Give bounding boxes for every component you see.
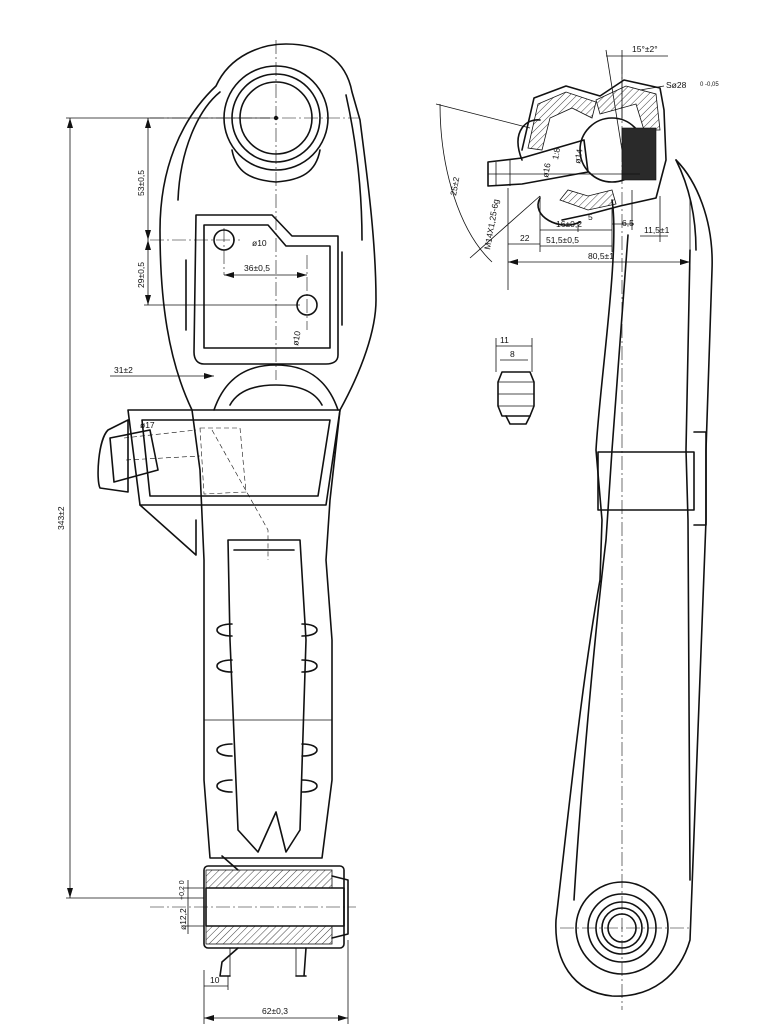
dim-22: 22 — [520, 233, 530, 243]
dim-62: 62±0,3 — [262, 1006, 288, 1016]
dim-15deg: 15°±2° — [632, 44, 658, 54]
nut-detail: 11 8 — [495, 335, 535, 425]
nut-11: 11 — [500, 335, 509, 345]
dim-343: 343±2 — [56, 506, 66, 530]
hole-a-label: ø10 — [252, 238, 267, 248]
dim-36: 36±0,5 — [244, 263, 270, 273]
dim-65: 6,5 — [622, 218, 634, 228]
dim-53: 53±0,5 — [136, 170, 146, 196]
dim-12-tol: +0,2 0 — [179, 880, 186, 900]
dim-5: 5 — [588, 212, 593, 222]
side-view-dimensions: 15°±2° Sø28 0 -0,05 25±2 M14X1,25-6g 22 … — [435, 44, 719, 290]
dim-d16: ø16 — [540, 162, 552, 178]
dim-25: 25±2 — [448, 176, 461, 197]
dim-17: ø17 — [140, 420, 155, 430]
front-view-dimensions: 343±2 53±0,5 29±0,5 36±0,5 ø10 ø10 31±2 … — [56, 117, 349, 1024]
dim-thread: M14X1,25-6g — [482, 198, 501, 250]
dim-12: ø12,2 — [178, 908, 188, 930]
nut-8: 8 — [510, 349, 515, 359]
dim-31: 31±2 — [114, 365, 133, 375]
dim-805: 80,5±1 — [588, 251, 614, 261]
dim-115: 11,5±1 — [644, 225, 670, 235]
dim-10: 10 — [210, 975, 220, 985]
side-view-arm — [487, 60, 713, 1010]
dim-16: 16±0,2 — [556, 219, 582, 229]
dim-sphere-tol: 0 -0,05 — [700, 82, 719, 88]
dim-d14: ø14 — [572, 148, 584, 164]
dim-118: 1:8 — [550, 147, 562, 161]
dim-515: 51,5±0,5 — [546, 235, 579, 245]
dim-29: 29±0,5 — [136, 262, 146, 288]
dim-sphere: Sø28 — [666, 80, 687, 90]
hole-b-label: ø10 — [290, 330, 302, 346]
